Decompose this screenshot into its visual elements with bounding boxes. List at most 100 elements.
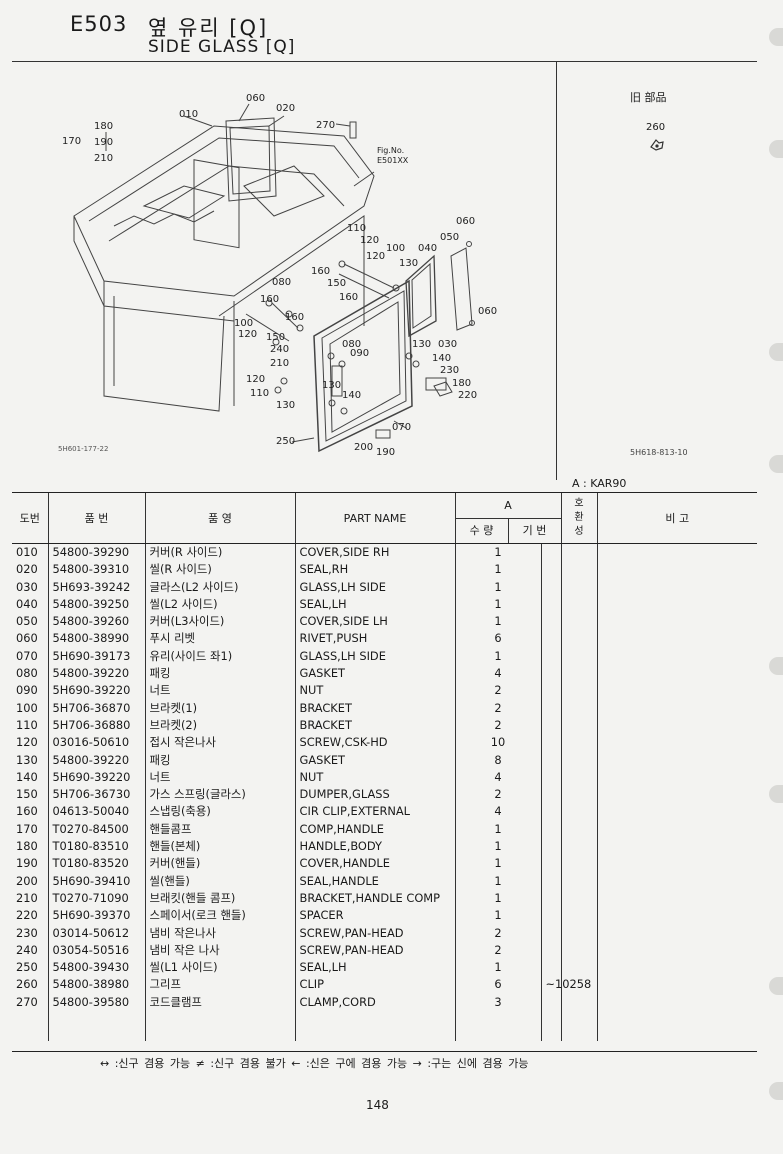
korean-name-cell: 브라켓(2): [144, 716, 295, 735]
part-number-cell: 5H690-39220: [47, 682, 145, 700]
model-number-cell: [540, 561, 561, 579]
ref-no-cell: 180: [16, 839, 38, 854]
interchange-cell: [560, 993, 597, 1012]
interchange-cell: [560, 959, 597, 977]
callout-170: 170: [62, 136, 82, 147]
part-name-cell: BRACKET,HANDLE COMP: [294, 889, 455, 908]
model-number-cell: [540, 595, 561, 614]
quantity-cell: 2: [454, 924, 541, 942]
model-number-cell: [540, 665, 561, 683]
korean-name-cell: 유리(사이드 좌1): [144, 647, 295, 666]
part-number-cell: 54800-39220: [47, 665, 145, 683]
callout-150-b: 150: [266, 332, 286, 343]
col-header-model-no: 기 번: [507, 519, 561, 543]
interchange-cell: [560, 976, 597, 994]
korean-name-cell: 너트: [144, 768, 295, 787]
ref-no-cell: 150: [16, 787, 38, 802]
model-number-cell: [540, 699, 561, 717]
ref-no-cell: 250: [16, 960, 38, 975]
part-number-cell: T0270-84500: [47, 820, 145, 839]
empty-cell: [47, 1011, 145, 1042]
korean-name-cell: 브래킷(핸들 콤프): [144, 889, 295, 908]
part-name-cell: BRACKET: [294, 716, 455, 735]
quantity-cell: 2: [454, 786, 541, 804]
interchange-cell: [560, 682, 597, 700]
col-header-qty: 수 량: [469, 524, 494, 537]
callout-030: 030: [438, 339, 458, 350]
quantity-cell: 1: [454, 907, 541, 925]
quantity-cell: 6: [454, 976, 541, 994]
part-number-cell: 5H693-39242: [47, 578, 145, 596]
korean-name-cell: 씰(핸들): [144, 872, 295, 890]
col-header-interchange: 호 환 성: [560, 492, 597, 544]
part-number-cell: 5H706-36870: [47, 699, 145, 717]
ref-no-cell: 270: [16, 994, 38, 1009]
interchange-cell: [560, 630, 597, 648]
model-number-cell: [540, 959, 561, 977]
model-number-cell: [540, 716, 561, 735]
korean-name-cell: 핸들콤프: [144, 820, 295, 839]
ref-no-cell: 190: [16, 856, 38, 871]
interchange-cell: [560, 595, 597, 614]
remarks-cell: [596, 716, 757, 735]
interchange-cell: [560, 699, 597, 717]
part-number-cell: 5H690-39370: [47, 907, 145, 925]
korean-name-cell: 접시 작은나사: [144, 734, 295, 752]
model-number-cell: [540, 734, 561, 752]
callout-240: 240: [270, 344, 290, 355]
part-number-cell: 54800-38980: [47, 976, 145, 994]
part-number-cell: 54800-39580: [47, 993, 145, 1012]
old-parts-number: 260: [646, 122, 666, 133]
callout-130-d: 130: [322, 380, 342, 391]
callout-160-b: 160: [339, 292, 359, 303]
callout-180-b: 180: [452, 378, 472, 389]
part-name-cell: CIR CLIP,EXTERNAL: [294, 803, 455, 821]
quantity-cell: 3: [454, 993, 541, 1012]
part-number-cell: 54800-39430: [47, 959, 145, 977]
ref-no-cell: 040: [16, 596, 38, 611]
interchange-cell: [560, 924, 597, 942]
callout-100-b: 100: [234, 318, 254, 329]
quantity-cell: 2: [454, 941, 541, 960]
ref-no-cell: 220: [16, 908, 38, 923]
interchange-cell: [560, 820, 597, 839]
interchange-cell: [560, 613, 597, 631]
korean-name-cell: 핸들(본체): [144, 838, 295, 856]
callout-140: 140: [432, 353, 452, 364]
quantity-cell: 1: [454, 838, 541, 856]
callout-050: 050: [440, 232, 460, 243]
part-name-cell: COVER,SIDE RH: [294, 543, 455, 562]
quantity-cell: 1: [454, 647, 541, 666]
part-number-cell: 54800-39290: [47, 543, 145, 562]
callout-020: 020: [276, 103, 296, 114]
part-number-cell: 54800-39310: [47, 561, 145, 579]
remarks-cell: [596, 630, 757, 648]
interchange-cell: [560, 751, 597, 769]
callout-070: 070: [392, 422, 412, 433]
ref-no-cell: 090: [16, 683, 38, 698]
ref-no-cell: 060: [16, 631, 38, 646]
ref-no-cell: 120: [16, 735, 38, 750]
korean-name-cell: 씰(L1 사이드): [144, 959, 295, 977]
part-name-cell: GLASS,LH SIDE: [294, 578, 455, 596]
callout-060-c: 060: [478, 306, 498, 317]
interchange-cell: [560, 838, 597, 856]
callout-040: 040: [418, 243, 438, 254]
remarks-cell: [596, 768, 757, 787]
part-number-cell: 03016-50610: [47, 734, 145, 752]
remarks-cell: [596, 595, 757, 614]
model-number-cell: [540, 578, 561, 596]
callout-120-c: 120: [238, 329, 258, 340]
